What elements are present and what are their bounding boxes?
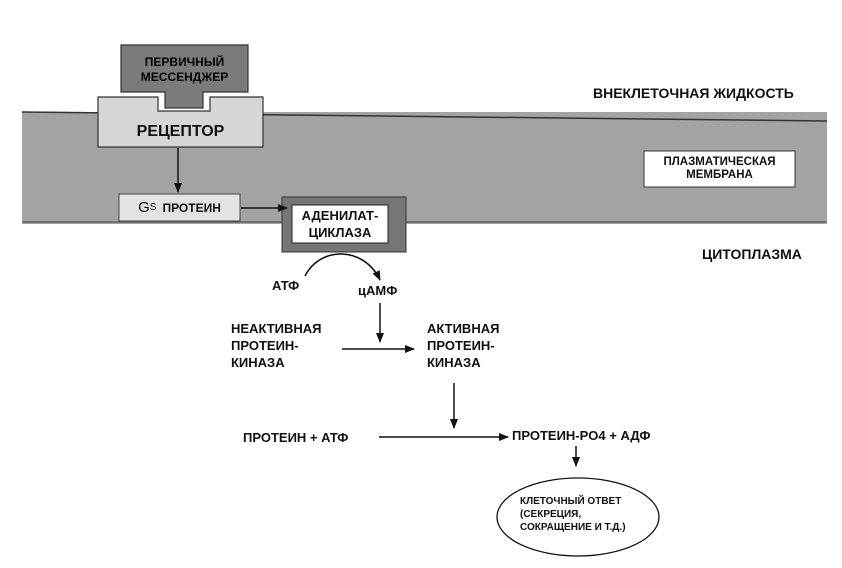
cytoplasm-label: ЦИТОПЛАЗМА [702, 246, 802, 262]
adenylate-cyclase-label: АДЕНИЛАТ- ЦИКЛАЗА [301, 208, 379, 240]
inactive-kinase-label: НЕАКТИВНАЯ ПРОТЕИН- КИНАЗА [231, 321, 322, 370]
protein-atp-label: ПРОТЕИН + АТФ [243, 430, 349, 445]
extracellular-label: ВНЕКЛЕТОЧНАЯ ЖИДКОСТЬ [593, 85, 794, 101]
receptor-label: РЕЦЕПТОР [136, 122, 225, 140]
adenylate-cyclase-inner [291, 204, 389, 244]
gs-letter: G [138, 199, 150, 216]
camp-label: цАМФ [358, 283, 398, 298]
membrane-label-box [643, 150, 796, 188]
gs-protein-box [118, 193, 241, 222]
cell-response-ellipse [496, 477, 660, 557]
first-messenger-label: ПЕРВИЧНЫЙ МЕССЕНДЖЕР [140, 55, 229, 84]
receptor-shape [97, 96, 264, 148]
arrow-atp-to-camp [304, 253, 381, 281]
gs-subscript: S [149, 202, 157, 213]
protein-po4-adp-label: ПРОТЕИН-PO4 + АДФ [512, 428, 651, 443]
active-kinase-label: АКТИВНАЯ ПРОТЕИН- КИНАЗА [427, 321, 500, 370]
membrane-label: ПЛАЗМАТИЧЕСКАЯ МЕМБРАНА [663, 156, 776, 181]
first-messenger-shape [120, 44, 249, 109]
gs-protein-text: ПРОТЕИН [162, 200, 221, 215]
cell-response-label: КЛЕТОЧНЫЙ ОТВЕТ (СЕКРЕЦИЯ, СОКРАЩЕНИЕ И … [520, 496, 626, 533]
atp-label: АТФ [272, 278, 300, 293]
